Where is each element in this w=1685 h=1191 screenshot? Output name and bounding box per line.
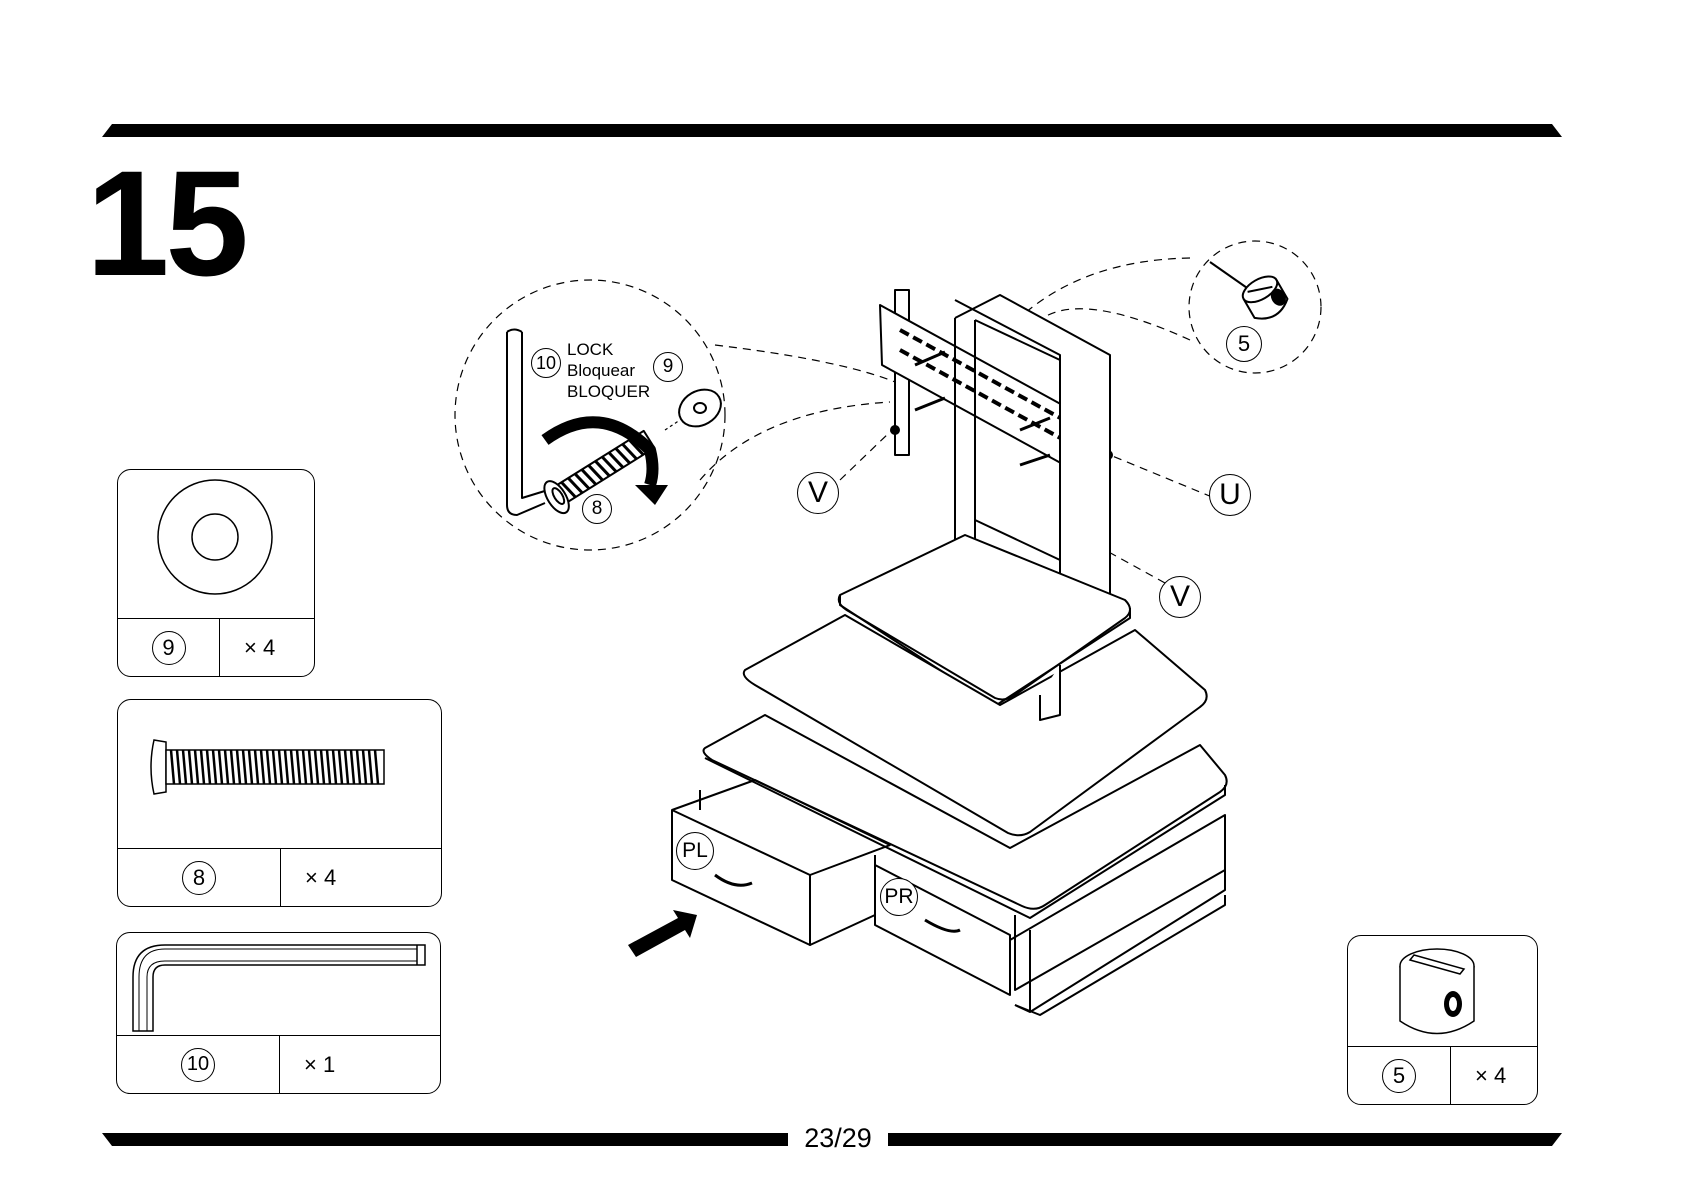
drawer-left-callout: PL bbox=[676, 832, 714, 870]
part-quantity: × 4 bbox=[1451, 1047, 1537, 1104]
part-id-badge: 10 bbox=[181, 1048, 215, 1082]
bracket-right-callout: V bbox=[1159, 576, 1201, 618]
lock-washer-id: 9 bbox=[653, 352, 683, 382]
lock-label-fr: BLOQUER bbox=[567, 381, 650, 402]
bracket-left-callout: V bbox=[797, 472, 839, 514]
washer-icon bbox=[118, 470, 315, 620]
bolt-icon bbox=[118, 700, 442, 850]
part-quantity: × 1 bbox=[280, 1036, 440, 1093]
lock-bolt-id: 8 bbox=[582, 494, 612, 524]
mount-plate-callout: U bbox=[1209, 474, 1251, 516]
lock-label: LOCK bbox=[567, 339, 613, 360]
part-quantity: × 4 bbox=[220, 619, 314, 676]
cam-lock-callout: 5 bbox=[1226, 326, 1262, 362]
lock-label-es: Bloquear bbox=[567, 360, 635, 381]
part-box-washer: 9 × 4 bbox=[117, 469, 315, 677]
allen-key-icon bbox=[117, 933, 441, 1043]
part-box-bolt: 8 × 4 bbox=[117, 699, 442, 907]
part-box-cam-lock: 5 × 4 bbox=[1347, 935, 1538, 1105]
part-box-allen-key: 10 × 1 bbox=[116, 932, 441, 1094]
drawer-right-callout: PR bbox=[880, 878, 918, 916]
lock-hardware-id: 10 bbox=[531, 348, 561, 378]
part-id-badge: 5 bbox=[1382, 1059, 1416, 1093]
part-id-badge: 8 bbox=[182, 861, 216, 895]
part-id-badge: 9 bbox=[152, 631, 186, 665]
cam-lock-icon bbox=[1348, 936, 1538, 1048]
part-quantity: × 4 bbox=[281, 849, 441, 906]
